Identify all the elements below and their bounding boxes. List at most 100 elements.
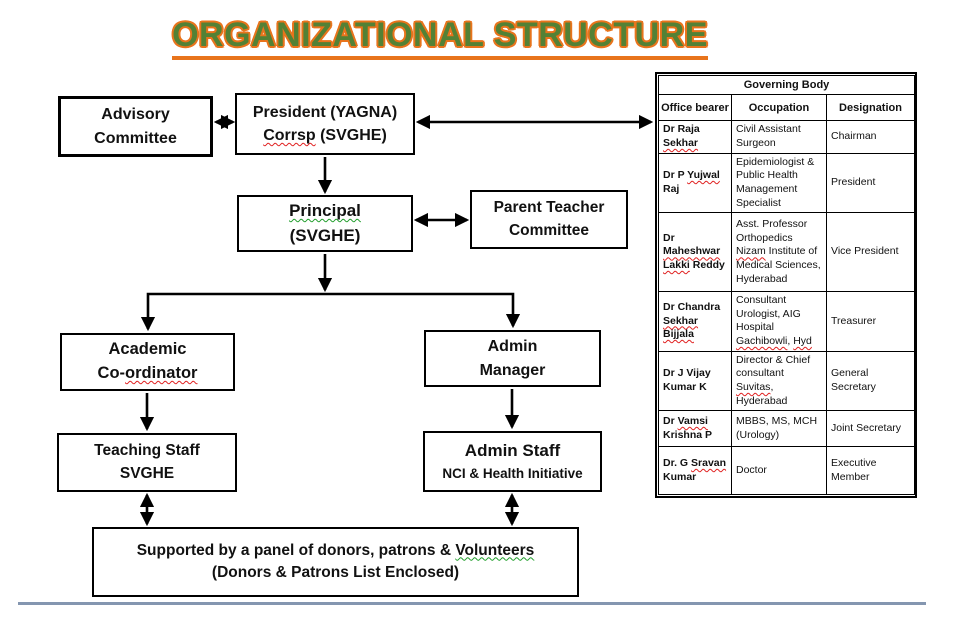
- page-title-wrap: ORGANIZATIONAL STRUCTURE: [60, 16, 820, 60]
- table-header-cell: Occupation: [731, 94, 827, 122]
- text-segment: Admin Staff: [464, 441, 561, 461]
- text-segment: Volunteers: [455, 541, 535, 559]
- text-segment: Institute of Medical Sciences, Hyderabad: [736, 245, 821, 285]
- table-cell-office: Dr Chandra Sekhar Bijjala: [658, 291, 732, 352]
- table-cell-designation: Executive Member: [826, 446, 915, 496]
- box-label-line: NCI & Health Initiative: [442, 464, 582, 484]
- table-cell-occupation: Asst. Professor Orthopedics Nizam Instit…: [731, 212, 827, 293]
- table-header-cell: Designation: [826, 94, 915, 122]
- text-segment: Executive Member: [831, 457, 877, 483]
- box-label-line: Parent Teacher: [494, 197, 605, 219]
- table-cell-designation: Chairman: [826, 120, 915, 154]
- text-segment: Yujwal: [687, 169, 720, 182]
- box-label-line: Corrsp (SVGHE): [263, 124, 387, 147]
- text-segment: Parent Teacher: [493, 199, 605, 217]
- text-segment: (SVGHE): [289, 225, 361, 245]
- box-label-line: Admin: [488, 335, 538, 358]
- text-segment: Dr: [663, 415, 678, 428]
- table-cell-office: Dr. G Sravan Kumar: [658, 446, 732, 496]
- text-segment: Civil Assistant Surgeon: [736, 123, 801, 149]
- text-segment: Chairman: [831, 130, 877, 143]
- text-segment: (Donors & Patrons List Enclosed): [211, 564, 460, 581]
- text-segment: ordinator: [125, 364, 198, 382]
- text-segment: Reddy: [689, 258, 725, 271]
- org-box-president: President (YAGNA) Corrsp (SVGHE): [235, 93, 415, 155]
- text-segment: Vamsi: [677, 415, 708, 428]
- text-segment: Sravan: [691, 457, 727, 470]
- text-segment: Dr P: [663, 169, 688, 182]
- table-row: Dr J Vijay Kumar K Director & Chief consu…: [658, 350, 915, 412]
- text-segment: Dr: [663, 231, 675, 244]
- text-segment: Director & Chief consultant: [736, 353, 811, 380]
- box-label-line: Co-ordinator: [98, 362, 198, 386]
- text-segment: Sekhar: [663, 314, 699, 327]
- text-segment: Doctor: [736, 463, 767, 476]
- text-segment: MBBS, MS, MCH (Urology): [736, 415, 818, 441]
- box-label-line: Academic: [109, 338, 187, 362]
- text-segment: President (YAGNA): [252, 103, 398, 121]
- table-cell-office: Dr Raja Sekhar: [658, 120, 732, 154]
- text-segment: Co-: [97, 364, 126, 382]
- table-title: Governing Body: [658, 74, 915, 96]
- text-segment: , Hyderabad: [736, 380, 788, 407]
- text-segment: Gachibowli: [736, 335, 788, 348]
- box-label-line: President (YAGNA): [253, 101, 397, 124]
- box-label-line: Committee: [509, 220, 589, 242]
- text-segment: Manager: [479, 361, 546, 379]
- table-cell-office: Dr Maheshwar Lakki Reddy: [658, 212, 732, 293]
- org-box-supported-panel: Supported by a panel of donors, patrons …: [92, 527, 579, 597]
- table-cell-occupation: Civil Assistant Surgeon: [731, 120, 827, 154]
- table-cell-occupation: Doctor: [731, 446, 827, 496]
- box-label-line: Admin Staff: [465, 439, 560, 464]
- text-segment: Teaching Staff: [94, 442, 200, 460]
- text-segment: Suvitas: [736, 380, 771, 393]
- text-segment: Dr Raja: [663, 123, 700, 136]
- table-cell-designation: Joint Secretary: [826, 410, 915, 448]
- table-cell-designation: Treasurer: [826, 291, 915, 352]
- page-divider: [18, 602, 926, 605]
- box-label-line: Advisory: [101, 103, 169, 126]
- text-segment: Epidemiologist & Public Health Managemen…: [736, 155, 815, 209]
- page-title: ORGANIZATIONAL STRUCTURE: [172, 16, 708, 60]
- text-segment: Joint Secretary: [831, 421, 902, 434]
- box-label-line: (Donors & Patrons List Enclosed): [212, 562, 459, 584]
- text-segment: Dr. G: [663, 457, 692, 470]
- text-segment: NCI & Health Initiative: [442, 466, 583, 482]
- text-segment: Admin: [487, 338, 538, 356]
- text-segment: Lakki: [663, 258, 690, 271]
- text-segment: General Secretary: [831, 367, 876, 393]
- text-segment: Consultant Urologist, AIG Hospital: [736, 294, 801, 334]
- text-segment: Bijjala: [663, 328, 694, 341]
- text-segment: Nizam: [736, 245, 766, 258]
- text-segment: Dr J Vijay Kumar K: [663, 367, 711, 393]
- text-segment: Supported by a panel of donors, patrons …: [136, 541, 456, 559]
- text-segment: Advisory: [101, 106, 170, 124]
- text-segment: Vice President: [831, 245, 899, 258]
- text-segment: (SVGHE): [315, 127, 387, 144]
- text-segment: Sekhar: [663, 136, 699, 149]
- text-segment: Kumar: [663, 470, 697, 483]
- org-box-principal: Principal(SVGHE): [237, 195, 413, 252]
- table-cell-office: Dr Vamsi Krishna P: [658, 410, 732, 448]
- box-label-line: Supported by a panel of donors, patrons …: [137, 540, 535, 562]
- table-cell-designation: Vice President: [826, 212, 915, 293]
- text-segment: Treasurer: [831, 314, 877, 327]
- table-cell-occupation: Epidemiologist & Public Health Managemen…: [731, 152, 827, 214]
- table-cell-office: Dr J Vijay Kumar K: [658, 350, 732, 412]
- text-segment: SVGHE: [119, 464, 175, 482]
- table-cell-office: Dr P Yujwal Raj: [658, 152, 732, 214]
- text-segment: Dr Chandra: [663, 300, 721, 313]
- text-segment: Raj: [663, 182, 680, 195]
